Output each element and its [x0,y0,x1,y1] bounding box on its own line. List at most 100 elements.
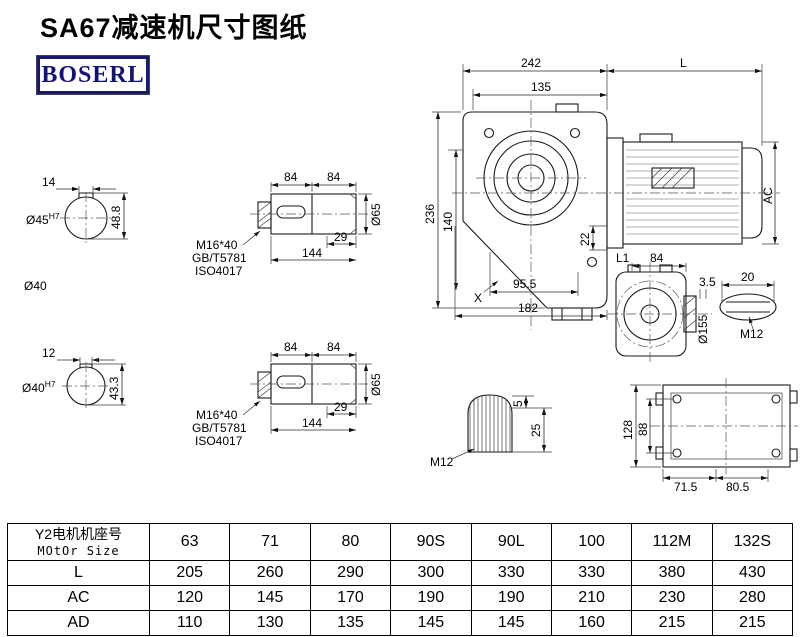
dim-value-cell: 145 [229,585,311,611]
dim-value-cell: 190 [470,585,552,611]
motor-size-header-cell: Y2电机机座号 MOtOr Size [7,523,150,561]
dim-value-cell: 290 [309,560,392,586]
table-row-AD: AD 110 130 135 145 145 160 215 215 [7,610,794,636]
dim-dia65-1: Ø65 [369,203,383,226]
bore-label-2: Ø40H7 [22,379,56,395]
dim-29-2: 29 [334,400,348,414]
rear-view: L1 84 3.5 Ø155 20 M12 [608,251,777,364]
dim-value-cell: 260 [229,560,311,586]
dim-25: 25 [529,423,543,437]
shaft-dia-label: Ø40 [24,279,47,293]
output-shaft-view-1: 84 84 29 144 Ø65 M16*40 GB/T5781 ISO4017 [192,170,383,278]
dim-84-rear: 84 [650,251,664,265]
dim-key-width-1: 14 [42,175,56,189]
std-gb-label-1: GB/T5781 [192,251,247,265]
fan-cover [741,147,763,239]
motor-spec-table: Y2电机机座号 MOtOr Size 63 71 80 90S 90L 100 … [7,523,794,636]
bore-tol-1: H7 [49,211,60,221]
dim-value-cell: 210 [550,585,633,611]
dim-AC: AC [761,187,775,204]
bore-dia-2: Ø40 [22,381,45,395]
size-col-header: 71 [229,523,311,561]
dim-L: L [680,56,687,70]
std-iso-label-1: ISO4017 [195,264,243,278]
dim-value-cell: 230 [631,585,713,611]
dim-value-cell: 280 [711,585,794,611]
shaft-end-oval [719,293,777,321]
dim-key-width-2: 12 [42,346,56,360]
key-dome [467,394,513,453]
dim-value-cell: 215 [711,610,794,636]
dim-144-2: 144 [302,416,322,430]
dim-144-1: 144 [302,246,322,260]
dim-value-cell: 145 [390,610,472,636]
bottom-view: 128 88 71.5 80.5 [621,378,798,494]
dim-71-5: 71.5 [674,480,698,494]
dim-84a-1: 84 [284,170,298,184]
dim-value-cell: 160 [550,610,633,636]
dim-value-cell: 110 [148,610,231,636]
dim-84a-2: 84 [284,340,298,354]
dim-242: 242 [521,56,541,70]
table-header-row: Y2电机机座号 MOtOr Size 63 71 80 90S 90L 100 … [7,523,794,561]
dim-bore-height-1: 48.8 [109,205,123,229]
dimension-drawing: 14 48.8 Ø45H7 Ø40 12 43.3 Ø40H7 [22,56,798,494]
dim-dia155: Ø155 [696,314,710,344]
dim-5: 5 [511,400,525,407]
page-title: SA67减速机尺寸图纸 [40,13,308,43]
dim-value-cell: 170 [309,585,392,611]
std-iso-label-2: ISO4017 [195,434,243,448]
dim-L1: L1 [616,251,630,265]
table-row-L: L 205 260 290 300 330 330 380 430 [7,560,794,586]
dim-value-cell: 300 [390,560,472,586]
dim-row-label: L [7,560,150,586]
dim-value-cell: 430 [711,560,794,586]
bolt-label-2: M16*40 [196,408,238,422]
dim-value-cell: 215 [631,610,713,636]
dim-88: 88 [636,422,650,436]
dim-value-cell: 135 [309,610,392,636]
bolt-label-1: M16*40 [196,238,238,252]
size-col-header: 63 [148,523,231,561]
dim-row-label: AD [7,610,150,636]
gearbox-housing [462,111,608,309]
size-col-header: 100 [550,523,633,561]
dim-value-cell: 120 [148,585,231,611]
dim-value-cell: 205 [148,560,231,586]
dim-84b-2: 84 [327,340,341,354]
dim-value-cell: 130 [229,610,311,636]
table-row-AC: AC 120 145 170 190 190 210 230 280 [7,585,794,611]
dim-value-cell: 380 [631,560,713,586]
dim-value-cell: 330 [550,560,633,586]
dim-value-cell: 190 [390,585,472,611]
thread-m12-rear: M12 [740,327,764,341]
size-col-header: 90L [470,523,552,561]
shaft-bore-section-1: 14 48.8 Ø45H7 Ø40 [24,175,128,293]
dim-128: 128 [621,420,635,440]
dim-20: 20 [741,270,755,284]
std-gb-label-2: GB/T5781 [192,421,247,435]
dim-95-5: 95.5 [513,277,537,291]
size-col-header: 90S [390,523,472,561]
dim-row-label: AC [7,585,150,611]
dim-29-1: 29 [334,230,348,244]
dim-dia65-2: Ø65 [369,373,383,396]
dim-135: 135 [531,80,551,94]
dim-182: 182 [518,301,538,315]
bore-dia-1: Ø45 [26,213,49,227]
dim-22: 22 [578,232,592,246]
bore-label-1: Ø45H7 [26,211,60,227]
shaft-bore-section-2: 12 43.3 Ø40H7 [22,346,126,410]
dim-84b-1: 84 [327,170,341,184]
key-section-view: 5 25 M12 [430,394,552,469]
dim-80-5: 80.5 [726,480,750,494]
output-shaft-view-2: 84 84 29 144 Ø65 M16*40 GB/T5781 ISO4017 [192,340,383,448]
size-col-header: 132S [711,523,794,561]
bore-tol-2: H7 [45,379,56,389]
dim-236: 236 [423,204,437,224]
dim-bore-height-2: 43.3 [107,376,121,400]
main-side-view: 242 L 135 236 140 AC 22 95.5 182 X [423,56,780,330]
motor-size-label-cn: Y2电机机座号 [34,526,123,543]
size-col-header: 80 [309,523,392,561]
dim-3-5: 3.5 [699,275,716,289]
